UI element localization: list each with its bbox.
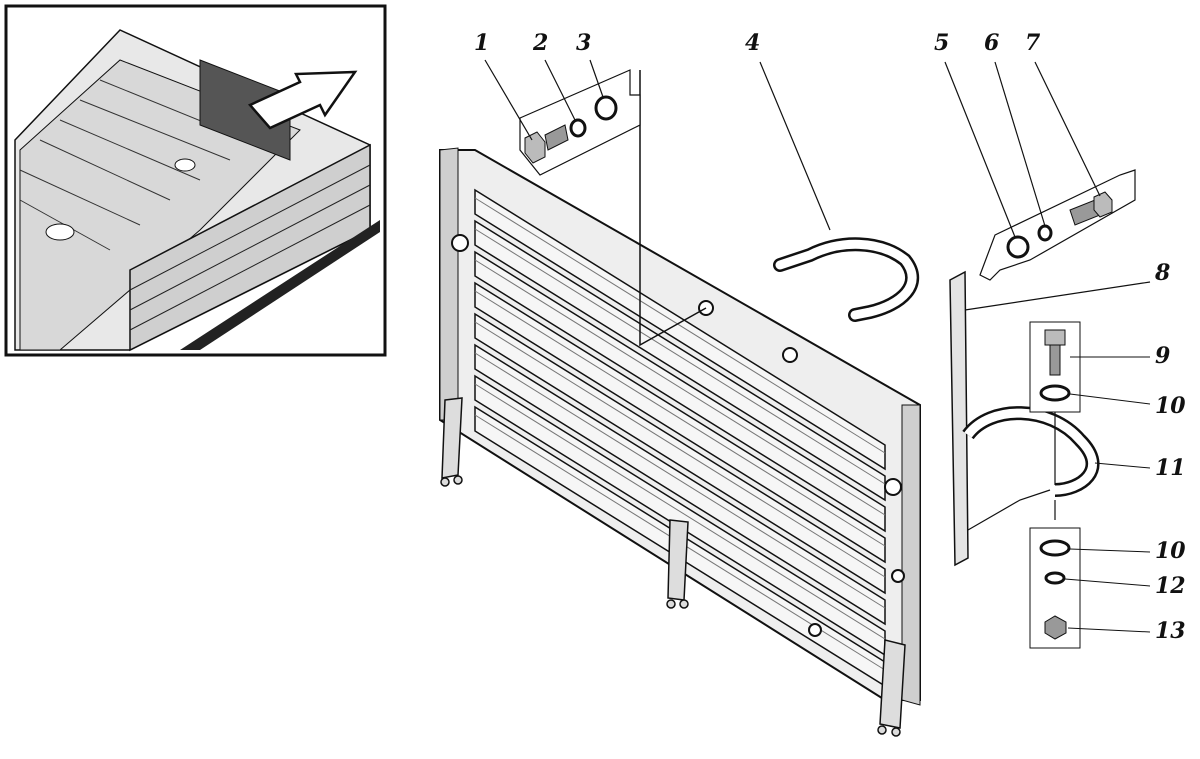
slat-shading — [474, 352, 886, 609]
panel-slat — [474, 188, 886, 471]
callout-12: 12 — [1155, 573, 1186, 599]
callout-10-upper: 10 — [1155, 393, 1186, 419]
bolt-icon — [524, 131, 546, 164]
spring-washer-icon — [569, 118, 587, 138]
callout-6: 6 — [984, 30, 1000, 56]
callout-4: 4 — [745, 30, 761, 56]
panel-slat — [474, 281, 886, 564]
mounting-strip — [949, 270, 969, 567]
panel-slat — [474, 250, 886, 533]
side-panel — [439, 70, 921, 737]
fastener-group-9-10 — [1029, 321, 1151, 469]
slat-shading — [474, 228, 886, 485]
slat-shading — [474, 321, 886, 578]
arrow-icon — [247, 70, 358, 130]
callout-1: 1 — [474, 30, 490, 56]
callout-8: 8 — [1155, 260, 1171, 286]
slat-shading — [474, 383, 886, 640]
slat-shading — [474, 290, 886, 547]
callout-3: 3 — [576, 30, 592, 56]
fastener-group-upper-right — [979, 169, 1136, 281]
slat-shading — [474, 197, 886, 454]
callout-9: 9 — [1155, 343, 1171, 369]
callout-2: 2 — [533, 30, 549, 56]
callout-11: 11 — [1155, 455, 1186, 481]
callout-7: 7 — [1025, 30, 1041, 56]
panel-slat — [474, 219, 886, 502]
callout-13: 13 — [1155, 618, 1186, 644]
panel-slat — [474, 343, 886, 626]
slat-shading — [474, 259, 886, 516]
callout-10-lower: 10 — [1155, 538, 1186, 564]
washer-icon — [594, 95, 618, 121]
fastener-group-upper-left — [519, 69, 641, 176]
panel-slat — [474, 312, 886, 595]
callout-5: 5 — [934, 30, 950, 56]
inset-truck-bed-view — [4, 4, 387, 357]
fastener-group-10-12-13 — [1029, 527, 1151, 649]
